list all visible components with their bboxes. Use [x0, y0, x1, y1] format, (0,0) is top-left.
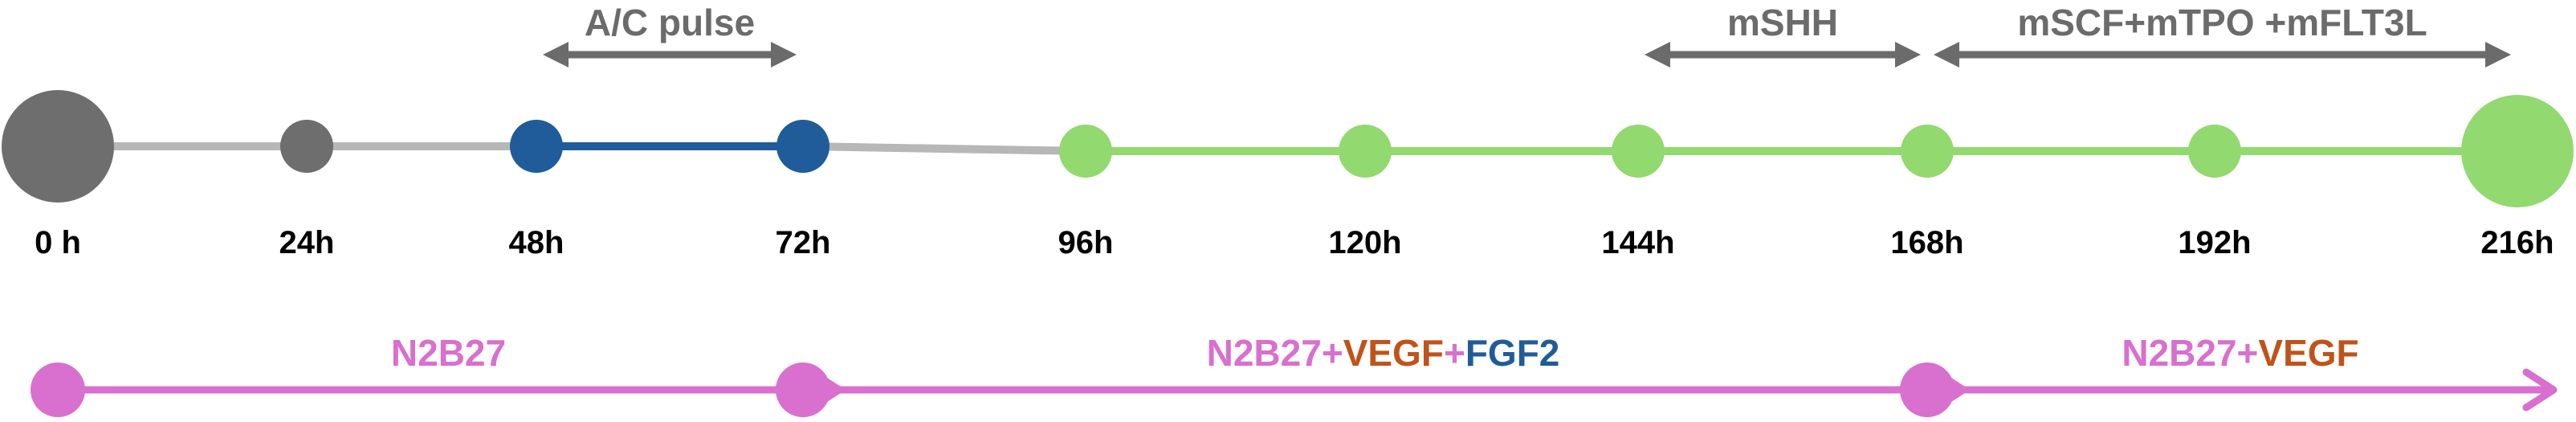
timepoint-label: 48h: [509, 225, 565, 260]
timepoint-label: 72h: [776, 225, 831, 260]
media-label: N2B27: [391, 332, 506, 374]
timepoint-label: 24h: [279, 225, 335, 260]
timepoint-node: [1339, 125, 1392, 178]
timepoint-label: 144h: [1601, 225, 1674, 260]
timepoint-label: 192h: [2178, 225, 2251, 260]
timepoint-label: 168h: [1890, 225, 1963, 260]
treatment-arrow-head-right: [771, 42, 797, 68]
media-label-part: FGF2: [1465, 332, 1560, 374]
treatment-label: mSCF+mTPO +mFLT3L: [2017, 2, 2427, 43]
media-label-part: VEGF: [2258, 332, 2358, 374]
timepoint-node: [510, 120, 563, 173]
media-label-part: N2B27+: [1207, 332, 1343, 374]
treatment-arrow-head-right: [2485, 42, 2511, 68]
media-label: N2B27+VEGF: [2122, 332, 2358, 374]
treatment-arrow-head-right: [1895, 42, 1921, 68]
timepoint-label: 96h: [1058, 225, 1114, 260]
media-label-part: +: [1444, 332, 1465, 374]
media-label-part: N2B27+: [2122, 332, 2258, 374]
timepoint-node: [776, 120, 829, 173]
timeline-segments: [58, 142, 2517, 155]
timepoint-node: [2, 90, 114, 203]
media-label: N2B27+VEGF+FGF2: [1207, 332, 1560, 374]
media-label-part: VEGF: [1343, 332, 1444, 374]
timepoint-node: [2461, 95, 2574, 207]
media-arrow-head: [2522, 368, 2558, 412]
media-label-part: N2B27: [391, 332, 506, 374]
treatment-label: A/C pulse: [585, 2, 755, 43]
timepoint-node: [1059, 125, 1112, 178]
treatment-arrow-head-left: [1645, 42, 1670, 68]
treatment-arrow-head-left: [543, 42, 569, 68]
timepoint-node: [1901, 125, 1954, 178]
timepoint-labels: 0 h 24h 48h 72h 96h 120h 144h 168h 192h 216h: [35, 225, 2554, 260]
treatment-arrows: A/C pulse mSHH mSCF+mTPO +mFLT3L: [543, 2, 2511, 68]
timeline-segment: [802, 142, 1086, 155]
timepoint-label: 216h: [2480, 225, 2554, 260]
timepoint-label: 0 h: [35, 225, 81, 260]
timepoint-node: [1612, 125, 1665, 178]
timepoint-node: [2188, 125, 2241, 178]
treatment-arrow-head-left: [1934, 42, 1959, 68]
timepoint-label: 120h: [1328, 225, 1401, 260]
timepoint-nodes: [2, 90, 2574, 207]
treatment-label: mSHH: [1727, 2, 1838, 43]
timepoint-node: [280, 120, 333, 173]
